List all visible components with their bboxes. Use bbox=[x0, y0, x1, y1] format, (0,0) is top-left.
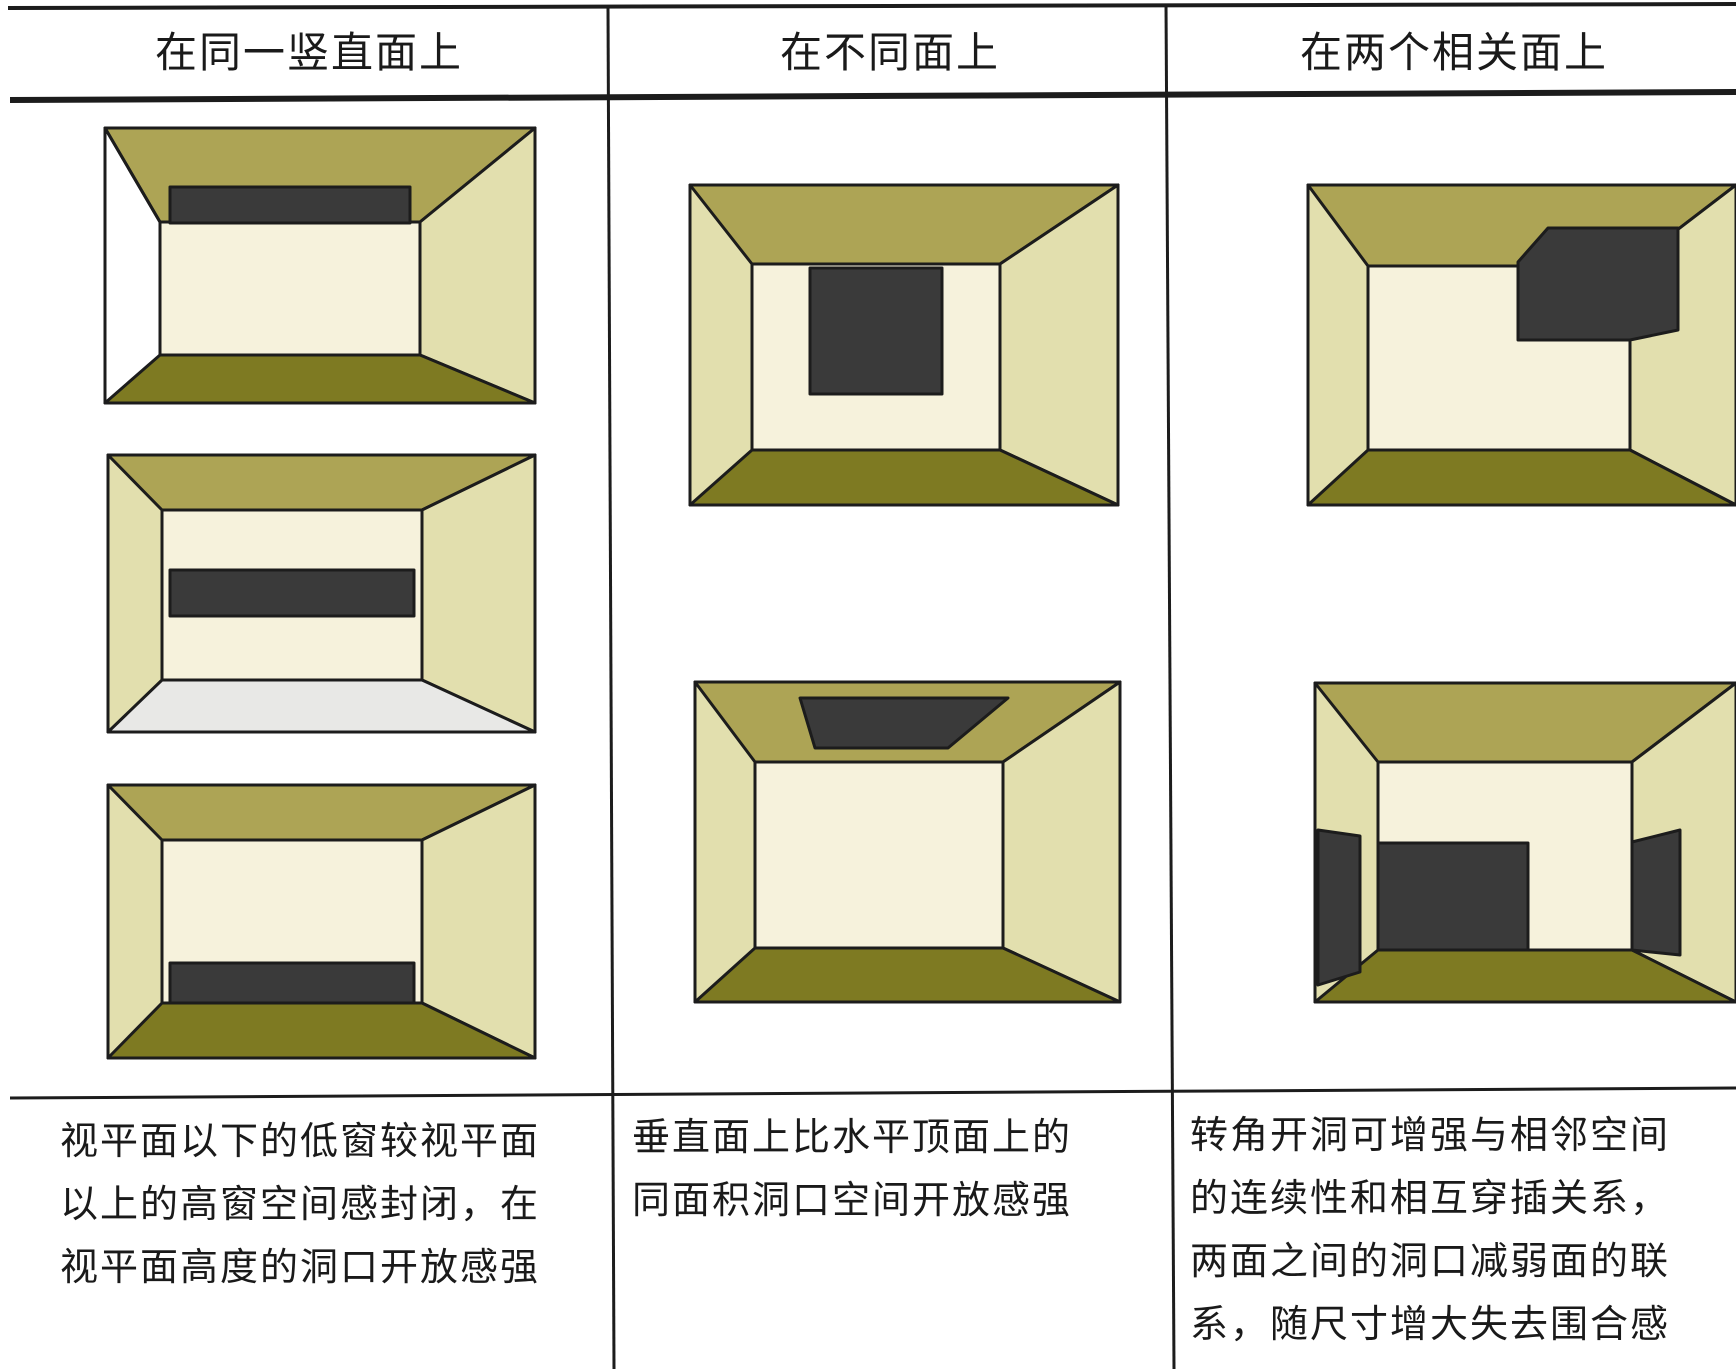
column-caption-3: 转角开洞可增强与相邻空间 的连续性和相互穿插关系， 两面之间的洞口减弱面的联 系… bbox=[1190, 1113, 1671, 1346]
column-caption-2: 垂直面上比水平顶面上的 同面积洞口空间开放感强 bbox=[632, 1115, 1073, 1222]
column-header-2: 在不同面上 bbox=[779, 27, 1000, 77]
column-header-1: 在同一竖直面上 bbox=[154, 27, 463, 77]
column-header-3: 在两个相关面上 bbox=[1299, 27, 1608, 77]
column-caption-1: 视平面以下的低窗较视平面 以上的高窗空间感封闭，在 视平面高度的洞口开放感强 bbox=[60, 1119, 541, 1289]
